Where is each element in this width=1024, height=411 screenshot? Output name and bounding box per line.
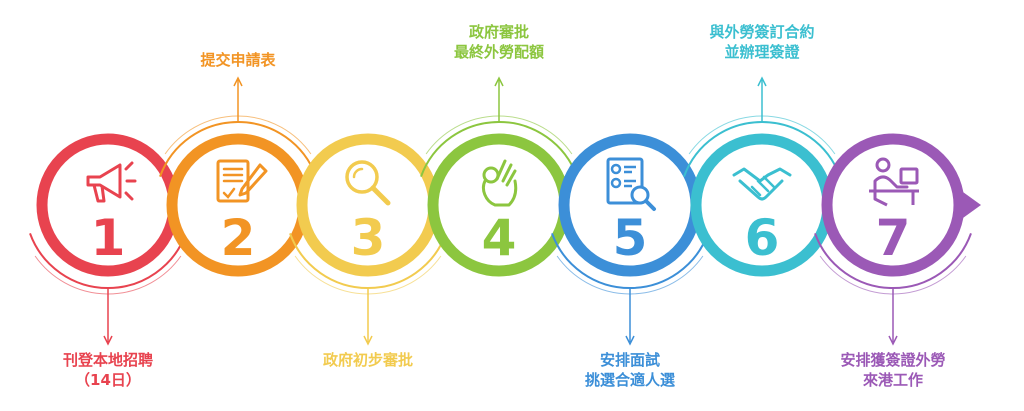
handshake-icon xyxy=(732,167,792,201)
ok-hand-icon xyxy=(481,159,518,207)
step-label-line: （14日） xyxy=(75,371,141,389)
step-label-7: 安排獲簽證外勞來港工作 xyxy=(840,350,945,390)
step-number: 1 xyxy=(91,209,126,267)
step-label-line: 與外勞簽訂合約 xyxy=(709,23,815,41)
step-label-line: 挑選合適人選 xyxy=(584,371,676,389)
step-label-4: 政府審批最終外勞配額 xyxy=(454,22,544,62)
step-3: 3 xyxy=(289,133,456,346)
connector-arrowhead xyxy=(363,335,373,346)
connector-arrowhead xyxy=(494,76,504,87)
step-label-line: 政府初步審批 xyxy=(322,351,414,369)
outer-arc xyxy=(159,121,317,177)
connector-arrowhead xyxy=(888,335,898,346)
step-label-line: 並辦理簽證 xyxy=(724,43,800,61)
step-number: 5 xyxy=(613,209,648,267)
step-label-3: 政府初步審批 xyxy=(323,350,413,370)
step-label-line: 來港工作 xyxy=(862,371,924,389)
megaphone-icon xyxy=(86,161,137,203)
connector-arrowhead xyxy=(233,76,243,87)
step-label-5: 安排面試挑選合適人選 xyxy=(585,350,675,390)
office-worker-icon xyxy=(869,157,919,207)
step-number: 7 xyxy=(876,209,911,267)
resume-search-icon xyxy=(606,157,656,211)
step-label-line: 安排獲簽證外勞 xyxy=(840,351,946,369)
step-label-line: 安排面試 xyxy=(599,351,661,369)
connector-arrowhead xyxy=(625,335,635,346)
step-number: 3 xyxy=(351,209,386,267)
document-signing-icon xyxy=(216,159,268,203)
outer-arc xyxy=(420,121,578,177)
connector-arrowhead xyxy=(103,335,113,346)
outer-arc xyxy=(551,233,709,289)
step-label-1: 刊登本地招聘 （14日） xyxy=(63,350,153,390)
step-label-2: 提交申請表 xyxy=(200,50,275,70)
outer-arc xyxy=(289,233,447,289)
outer-arc xyxy=(29,233,187,289)
step-label-line: 政府審批 xyxy=(468,23,530,41)
step-label-line: 刊登本地招聘 xyxy=(62,351,154,369)
step-7: 7 xyxy=(814,133,981,346)
step-label-line: 提交申請表 xyxy=(200,51,276,69)
step-4: 4 xyxy=(420,76,587,277)
step-number: 2 xyxy=(221,209,256,267)
outer-arc xyxy=(683,121,841,177)
step-number: 4 xyxy=(482,209,517,267)
step-5: 5 xyxy=(551,133,718,346)
outer-arc xyxy=(814,233,972,289)
step-1: 1 xyxy=(29,133,196,346)
connector-arrowhead xyxy=(757,76,767,87)
step-label-line: 最終外勞配額 xyxy=(453,43,545,61)
step-arrow xyxy=(956,187,981,223)
step-2: 2 xyxy=(159,76,326,277)
magnifier-icon xyxy=(345,160,391,206)
step-6: 6 xyxy=(683,76,850,277)
step-label-6: 與外勞簽訂合約並辦理簽證 xyxy=(709,22,814,62)
step-number: 6 xyxy=(745,209,780,267)
